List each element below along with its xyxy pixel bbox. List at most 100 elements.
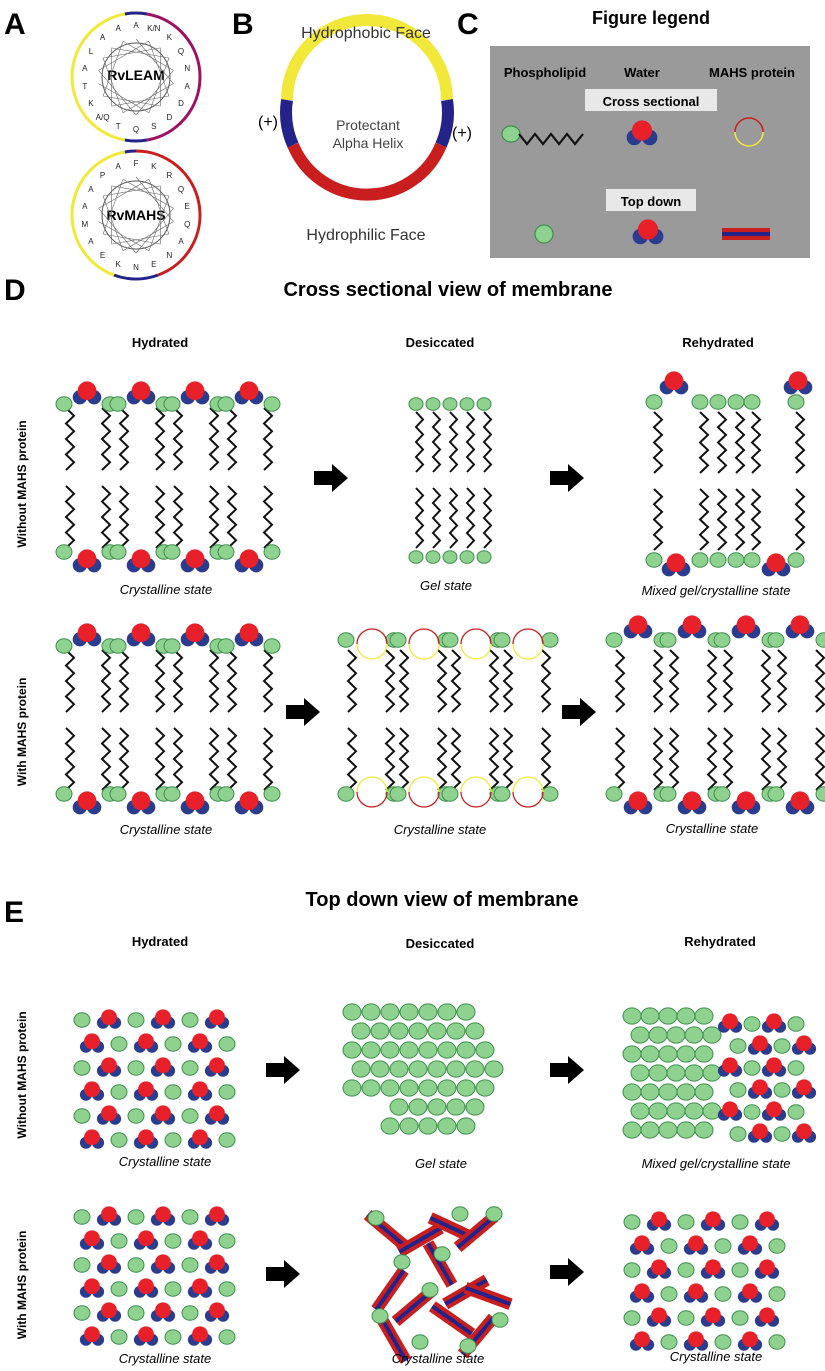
water-molecule (234, 549, 264, 573)
mahs-protein-top (376, 1316, 412, 1364)
lipid-tail (208, 407, 220, 471)
wheel-core (101, 180, 171, 250)
lipid-tail (64, 649, 76, 713)
phospholipid-head (456, 1003, 476, 1021)
phospholipid-head (164, 1281, 182, 1297)
lipid-tail (414, 487, 425, 549)
lipid-tail (750, 411, 762, 474)
water-molecule (234, 623, 264, 647)
phospholipid-head (263, 544, 281, 560)
water-molecule (150, 1254, 176, 1274)
gel-bilayer (408, 397, 493, 564)
phospholipid-head (702, 1064, 722, 1082)
wheel-residue: F (134, 159, 139, 168)
water-molecule (126, 623, 156, 647)
phospholipid-head (691, 552, 709, 568)
process-arrow (550, 1056, 584, 1084)
phospholipid-head (55, 544, 73, 560)
phospholipid-head (684, 1064, 704, 1082)
water-molecule (133, 1081, 159, 1101)
top-down-diagrams (73, 1003, 817, 1364)
wheel-connector (111, 95, 169, 107)
process-arrow (562, 698, 596, 726)
phospholipid-head (55, 638, 73, 654)
panel-b-letter: B (232, 8, 254, 41)
water-molecule (204, 1057, 230, 1077)
phospholipid-head (451, 1206, 469, 1222)
lipid-tail (100, 407, 112, 471)
wheel-residue: Q (178, 47, 184, 56)
phospholipid-head (351, 1022, 371, 1040)
phospholipid-head (743, 552, 761, 568)
lipid-tail (384, 649, 396, 713)
water-molecule (737, 1331, 763, 1351)
phospholipid-head (433, 1246, 451, 1262)
phospholipid-head (163, 544, 181, 560)
phospholipid-head (622, 1083, 642, 1101)
phospholipid-head (815, 786, 825, 802)
state-d-with-hydrated: Crystalline state (120, 822, 212, 837)
phospholipid-head (427, 1022, 447, 1040)
lipid-tail (398, 727, 410, 791)
water-molecule (791, 1035, 817, 1055)
phospholipid-head (109, 638, 127, 654)
phospholipid-head (743, 1104, 761, 1120)
water-molecule (133, 1129, 159, 1149)
lipid-tail (346, 649, 358, 713)
legend-cross-sectional-label: Cross sectional (603, 94, 700, 109)
wheel-connector (135, 176, 174, 222)
phospholipid-head (727, 552, 745, 568)
water-molecule (659, 371, 689, 395)
phospholipid-head (73, 1108, 91, 1124)
wheel-residue: Q (184, 220, 190, 229)
water-molecule (626, 120, 658, 146)
phospholipid-head (648, 1102, 668, 1120)
phospholipid-head (361, 1079, 381, 1097)
phospholipid-head (418, 1079, 438, 1097)
wheel-connector (98, 70, 137, 116)
phospholipid-head (709, 552, 727, 568)
lipid-tail (652, 411, 664, 474)
phospholipid-head (645, 552, 663, 568)
lipid-tail (706, 649, 718, 713)
col-desiccated-e: Desiccated (406, 936, 475, 951)
phospholipid-head (218, 1281, 236, 1297)
top-down-crystalline (73, 1009, 236, 1149)
water-molecule (683, 1283, 709, 1303)
water-molecule (133, 1278, 159, 1298)
phospholipid-head (702, 1026, 722, 1044)
phospholipid-head (441, 786, 459, 802)
wheel-label-rvleam: RvLEAM (107, 67, 165, 83)
water-molecule (79, 1230, 105, 1250)
top-down-gel (342, 1003, 504, 1135)
phospholipid-head (73, 1012, 91, 1028)
phospholipid-head (541, 632, 559, 648)
lipid-tail (226, 485, 238, 549)
water-molecule (187, 1230, 213, 1250)
mahs-protein-top (428, 1301, 476, 1339)
wheel-residue: A (88, 237, 94, 246)
phospholipid-head (660, 1238, 678, 1254)
phospholipid-head (493, 786, 511, 802)
water-molecule (646, 1259, 672, 1279)
phospholipid-head (380, 1117, 400, 1135)
water-molecule (783, 371, 813, 395)
phospholipid-head (485, 1206, 503, 1222)
phospholipid-head (694, 1045, 714, 1063)
lipid-tail (100, 485, 112, 549)
phospholipid-head (425, 397, 441, 411)
lipid-tail (208, 649, 220, 713)
state-d-without-desiccated: Gel state (420, 578, 472, 593)
lipid-tail (722, 649, 734, 713)
water-molecule (96, 1009, 122, 1029)
phospholipid-head (361, 1003, 381, 1021)
phospholipid-head (768, 1238, 786, 1254)
process-arrow (266, 1056, 300, 1084)
lipid-tail (722, 727, 734, 791)
phospholipid-head (787, 1060, 805, 1076)
phospholipid-head (342, 1079, 362, 1097)
phospholipid-head (768, 1334, 786, 1350)
water-molecule (661, 553, 691, 577)
water-molecule (204, 1105, 230, 1125)
wheel-arc (113, 273, 159, 281)
